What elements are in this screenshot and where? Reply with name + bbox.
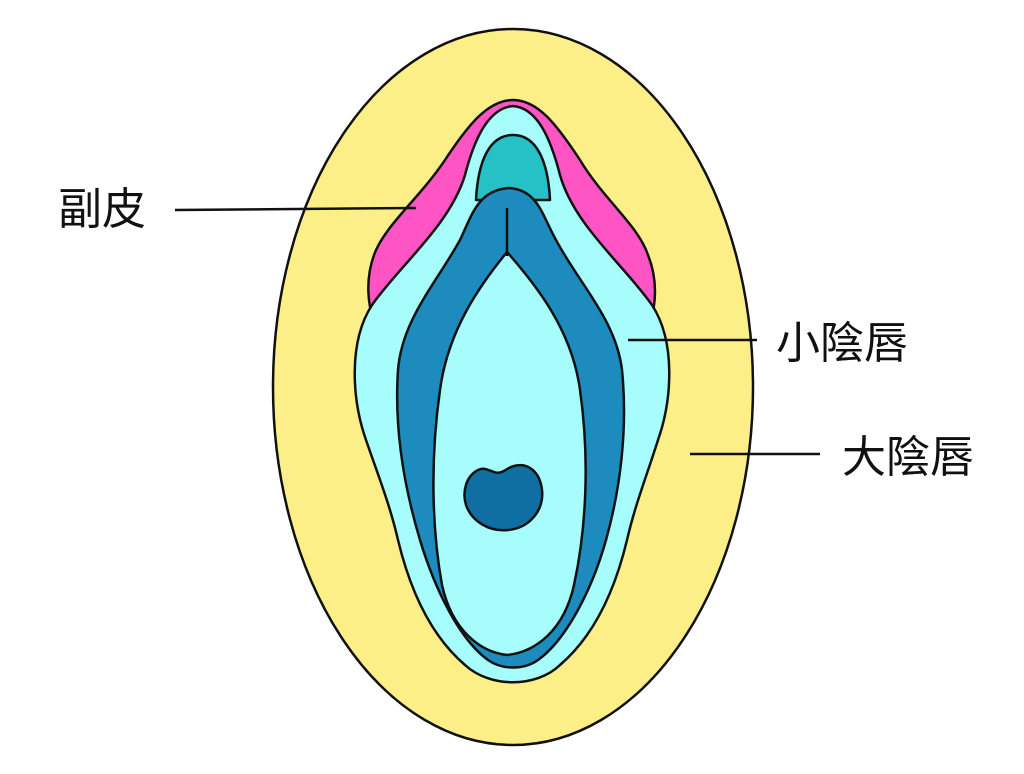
prepuce-label: 副皮: [58, 184, 146, 235]
labia-minora-label: 小陰唇: [776, 318, 908, 369]
labia-majora-label: 大陰唇: [842, 432, 974, 483]
vestibule-region: [432, 250, 587, 657]
vaginal-opening: [463, 463, 544, 532]
prepuce-leader-line: [174, 206, 417, 212]
